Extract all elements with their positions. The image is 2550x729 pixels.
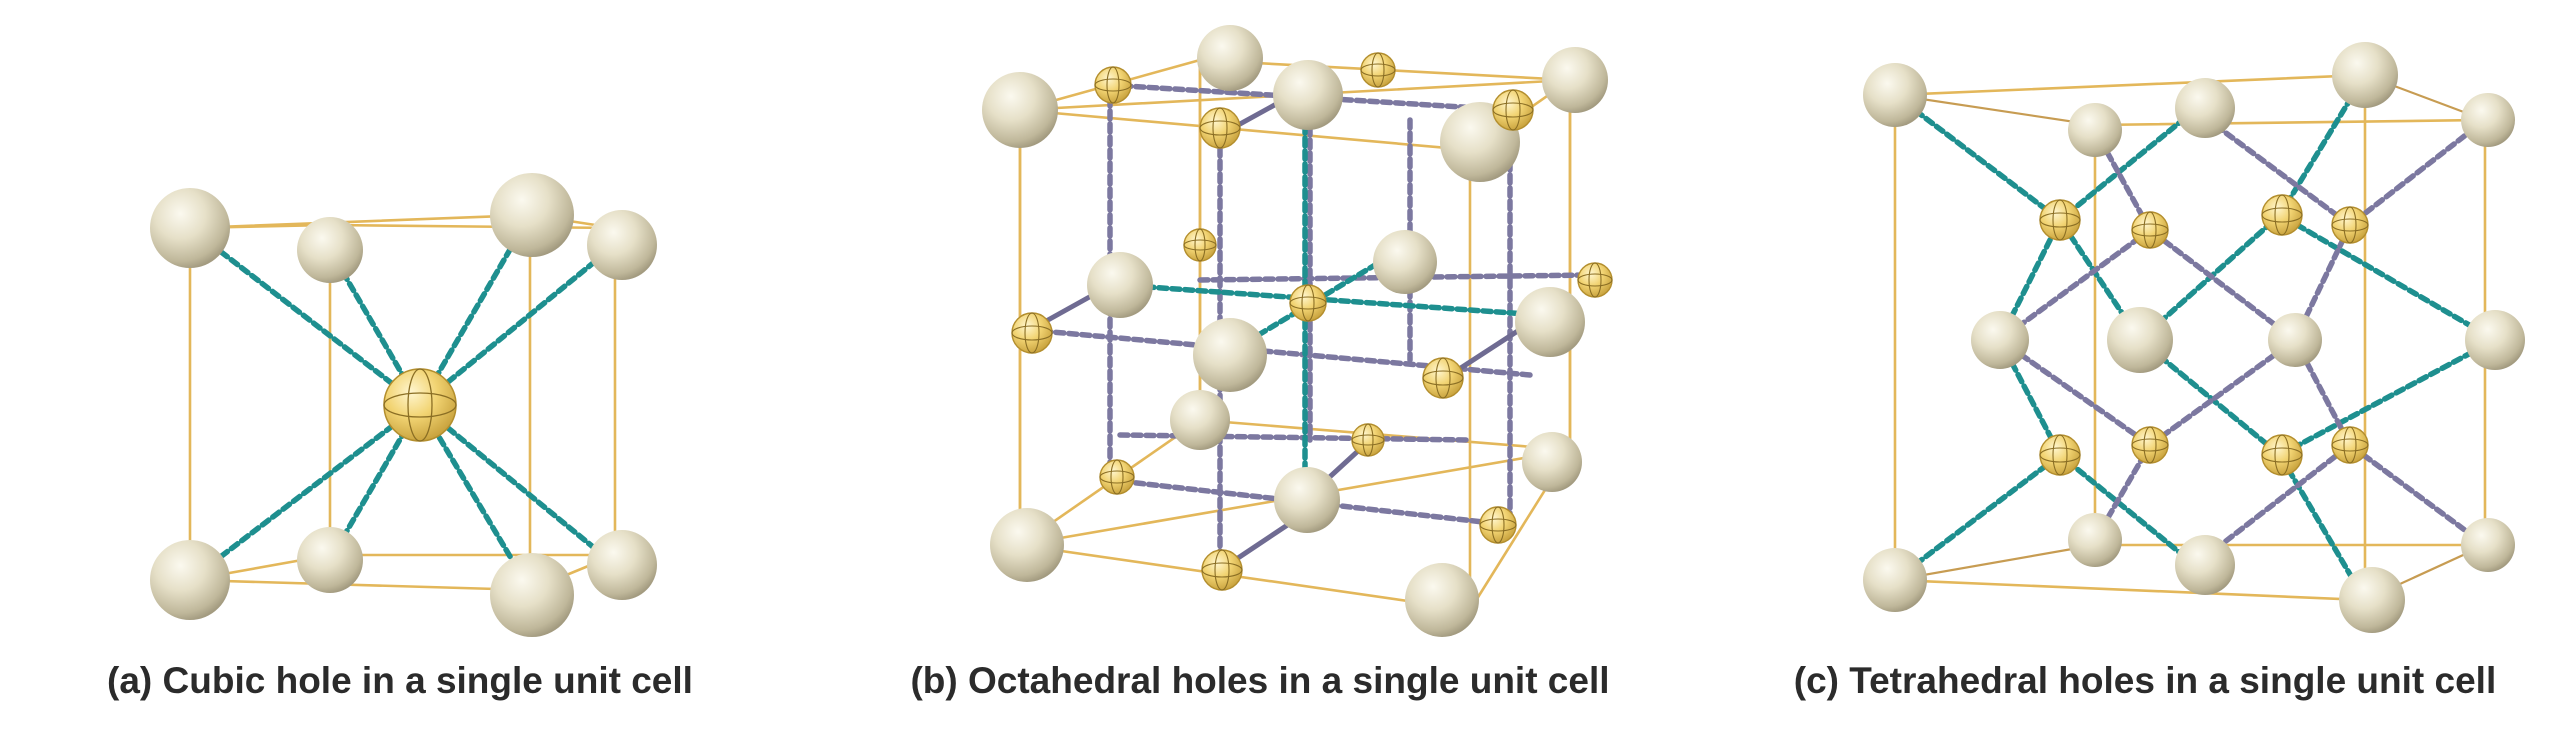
- host-atom: [2268, 313, 2322, 367]
- hole-atoms: [2039, 194, 2369, 476]
- hole-atom: [1351, 423, 1385, 457]
- host-atoms: [982, 25, 1608, 637]
- tetrahedral-holes-diagram: [1863, 42, 2525, 633]
- hole-atom: [1201, 549, 1243, 591]
- host-atom: [982, 72, 1058, 148]
- host-atom: [1863, 548, 1927, 612]
- host-atom: [2068, 513, 2122, 567]
- host-atom: [2107, 307, 2173, 373]
- host-atom: [150, 188, 230, 268]
- host-atom: [490, 553, 574, 637]
- hole-atom: [1360, 52, 1396, 88]
- hole-atom: [2261, 194, 2303, 236]
- panel-octahedral-holes: (b) Octahedral holes in a single unit ce…: [830, 0, 1690, 729]
- cubic-hole-diagram: [150, 173, 657, 637]
- hole-atom: [2131, 426, 2169, 464]
- host-atom: [2068, 103, 2122, 157]
- hole-atom: [2039, 434, 2081, 476]
- panel-caption: (c) Tetrahedral holes in a single unit c…: [1793, 660, 2497, 701]
- panel-caption: (a) Cubic hole in a single unit cell: [107, 660, 693, 701]
- hole-atom: [1094, 66, 1132, 104]
- host-atom: [1197, 25, 1263, 91]
- hole-atom: [1199, 107, 1241, 149]
- host-atom: [587, 530, 657, 600]
- host-atom: [297, 527, 363, 593]
- host-atom: [1522, 432, 1582, 492]
- host-atom: [2465, 310, 2525, 370]
- back-face: [328, 223, 617, 557]
- panel-cubic-hole: (a) Cubic hole in a single unit cell: [0, 0, 800, 729]
- hole-atom: [1289, 284, 1327, 322]
- host-atoms: [1863, 42, 2525, 633]
- host-atom: [1373, 230, 1437, 294]
- host-atom: [1863, 63, 1927, 127]
- hole-atom: [1492, 89, 1534, 131]
- host-atom: [1542, 47, 1608, 113]
- host-atom: [1193, 318, 1267, 392]
- hole-atoms: [1011, 52, 1613, 591]
- host-atom: [2175, 535, 2235, 595]
- hole-atom: [2261, 434, 2303, 476]
- octahedral-holes-diagram: [982, 25, 1613, 637]
- host-atom: [1170, 390, 1230, 450]
- host-atom: [1273, 60, 1343, 130]
- host-atom: [2461, 518, 2515, 572]
- host-atom: [2461, 93, 2515, 147]
- hole-atom: [1011, 312, 1053, 354]
- hole-atom: [1479, 506, 1517, 544]
- panel-caption: (b) Octahedral holes in a single unit ce…: [910, 660, 1610, 701]
- host-atom: [1515, 287, 1585, 357]
- hole-atom: [2331, 426, 2369, 464]
- hole-atom: [383, 368, 457, 442]
- hole-atom: [2331, 206, 2369, 244]
- host-atom: [2175, 78, 2235, 138]
- hole-atom: [1099, 459, 1135, 495]
- host-atom: [1087, 252, 1153, 318]
- hole-atom: [1422, 357, 1464, 399]
- host-atom: [297, 217, 363, 283]
- host-atom: [587, 210, 657, 280]
- central-octahedron-bonds: [1117, 122, 1543, 513]
- hole-atom: [1577, 262, 1613, 298]
- host-atom: [2339, 567, 2405, 633]
- host-atom: [1274, 467, 1340, 533]
- panel-tetrahedral-holes: (c) Tetrahedral holes in a single unit c…: [1740, 0, 2550, 729]
- host-atom: [2332, 42, 2398, 108]
- hole-atom: [2039, 199, 2081, 241]
- front-face: [188, 213, 532, 592]
- host-atom: [150, 540, 230, 620]
- host-atom: [990, 508, 1064, 582]
- host-atom: [1405, 563, 1479, 637]
- hole-atom: [2131, 211, 2169, 249]
- host-atom: [1971, 311, 2029, 369]
- host-atom: [490, 173, 574, 257]
- hole-atom: [1183, 228, 1217, 262]
